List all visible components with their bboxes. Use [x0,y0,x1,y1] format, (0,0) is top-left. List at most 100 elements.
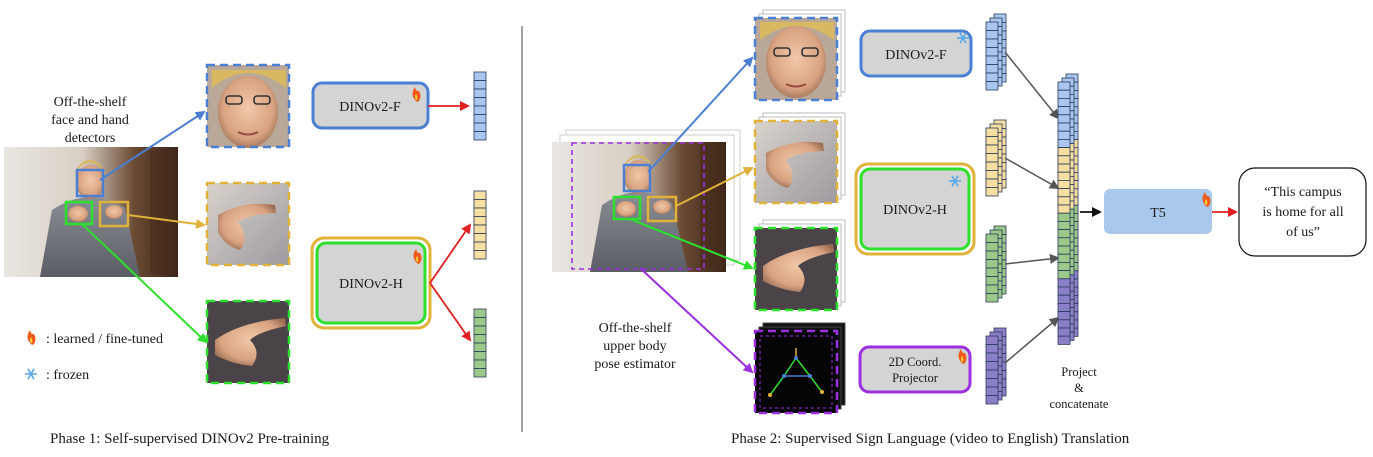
flame-icon [958,349,967,364]
face-token [985,30,999,40]
arrow-left-hand-crops [629,218,754,270]
concat-token [1057,106,1071,116]
concat-token [1057,196,1071,206]
concat-token [1057,270,1071,280]
source-frame-image [552,142,726,272]
face-token [985,38,999,48]
right-hand-detection-box [646,195,678,223]
face-detection-box [75,168,105,198]
face-token [473,97,487,107]
pose-token [985,344,999,354]
left-hand-detection-box [64,200,94,226]
right-hand-crop-image [207,183,289,265]
arrow-pose-to-concat [1004,316,1060,364]
left-hand-token-stack [473,308,487,378]
flame-icon [27,330,36,345]
left-hand-token [985,250,999,260]
arrow-right-hand-crop [127,214,206,229]
right-hand-token [473,199,487,209]
right-hand-crop-frame [753,119,839,205]
phase2-section: Off-the-shelf upper body pose estimator [552,9,1367,447]
pose-token [985,369,999,379]
concat-token [1057,147,1071,157]
concat-token [1057,212,1071,222]
face-token [473,122,487,132]
concat-token [1057,286,1071,296]
pose-label-line3: pose estimator [594,357,676,372]
right-hand-token [473,216,487,226]
right-hand-token [473,224,487,234]
pose-label-line1: Off-the-shelf [599,321,672,336]
encoder-dinov2-h [315,241,427,325]
left-hand-crop-frame [205,299,291,385]
right-hand-detection-box [98,200,130,228]
face-token [473,114,487,124]
phase1-section: Off-the-shelf face and hand detectors [4,63,487,447]
left-hand-crop-image [207,301,289,383]
face-token [985,72,999,82]
concat-token [1057,204,1071,214]
phase1-caption: Phase 1: Self-supervised DINOv2 Pre-trai… [50,431,330,447]
pose-token [985,395,999,405]
left-hand-token [473,351,487,361]
face-detection-box [622,163,652,193]
concat-label-line2: & [1074,381,1084,395]
encoder-dinov2-f-label: DINOv2-F [339,100,401,115]
arrow-face-to-concat [1004,51,1060,120]
coord-projector [858,345,972,394]
pose-token [985,386,999,396]
encoder-dinov2-f-label: DINOv2-F [885,48,947,63]
arrow-pose-crops [639,267,754,374]
detector-label-line1: Off-the-shelf [54,95,127,110]
flame-icon [412,87,421,102]
concat-token [1057,98,1071,108]
flame-icon [413,249,422,264]
right-hand-token [473,233,487,243]
flame-icon [1202,192,1211,207]
pose-token [985,361,999,371]
concat-token [1057,229,1071,239]
left-hand-token [473,317,487,327]
legend-frozen-label: : frozen [46,368,89,383]
left-hand-token [985,259,999,269]
arrow-left-hand-tokens [429,282,472,342]
pose-token [985,378,999,388]
concat-token [1057,278,1071,288]
face-token [985,81,999,91]
face-crop-frame [205,63,291,149]
concat-token [1057,302,1071,312]
encoder-dinov2-h [859,167,971,251]
snowflake-icon [957,32,969,44]
concat-label-line1: Project [1061,365,1097,379]
encoder-dinov2-h-label: DINOv2-H [339,277,403,292]
left-hand-token [473,359,487,369]
detector-label-line3: detectors [65,131,116,146]
right-hand-token [985,153,999,163]
face-token [473,105,487,115]
face-token [985,47,999,57]
right-hand-token [985,144,999,154]
concat-token [1057,311,1071,321]
arrow-right-hand-tokens [429,223,472,284]
concat-token [1057,130,1071,140]
left-hand-crop-frame [753,226,839,312]
right-hand-token [473,241,487,251]
snowflake-icon [25,368,37,380]
face-token [473,88,487,98]
right-hand-token [985,187,999,197]
right-hand-token [985,178,999,188]
concat-token [1057,138,1071,148]
face-token [473,71,487,81]
concat-token [1057,245,1071,255]
concat-token [1057,220,1071,230]
face-crop-image [755,18,837,100]
left-hand-token [473,325,487,335]
face-token [473,80,487,90]
left-hand-token [985,276,999,286]
pose-skeleton-image [755,331,837,413]
right-hand-token [985,170,999,180]
arrow-right-to-concat [1004,157,1060,189]
arrow-left-to-concat [1004,253,1060,265]
face-crop-image [207,65,289,148]
